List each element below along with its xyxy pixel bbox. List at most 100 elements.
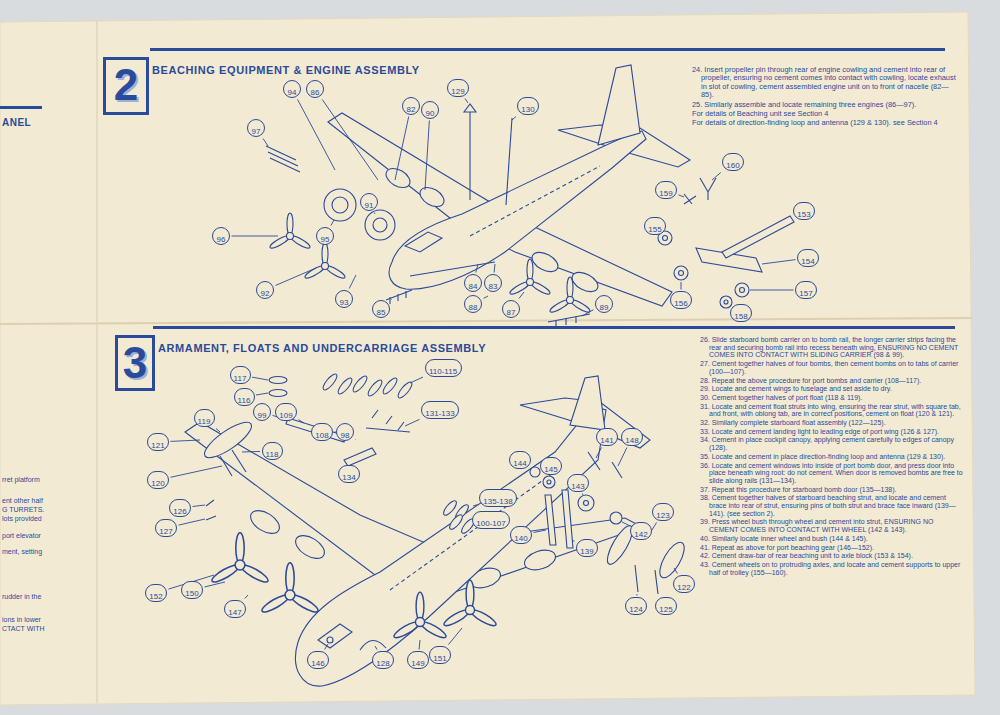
section-number: 2 — [106, 60, 146, 110]
drawing-part — [332, 197, 348, 213]
drawing-part — [232, 450, 246, 472]
leader-line — [582, 310, 594, 316]
callout-number: 140 — [514, 531, 527, 547]
panel-text-fragment: port elevator — [2, 532, 41, 540]
instruction-text: 24. Insert propeller pin through rear of… — [692, 66, 960, 100]
callout-circle: 144 — [509, 451, 531, 469]
callout-number: 91 — [365, 198, 374, 214]
section-number-box: 2BEACHING EQUIPMENT & ENGINE ASSEMBLY — [103, 57, 149, 115]
drawing-part — [470, 166, 600, 236]
callout-number: 156 — [674, 296, 687, 312]
drawing-part — [684, 194, 696, 204]
section-number: 3 — [118, 338, 152, 388]
leader-line — [652, 523, 657, 531]
drawing-part — [351, 374, 369, 394]
callout-circle: 108 — [311, 423, 333, 441]
panel-text-fragment: ANEL — [2, 117, 31, 129]
callout-number: 119 — [198, 414, 211, 430]
drawing-part — [318, 624, 352, 648]
drawing-part — [547, 480, 551, 484]
fold-crease — [0, 318, 972, 324]
callout-circle: 84 — [464, 274, 482, 292]
callout-number: 130 — [521, 102, 534, 118]
drawing-part — [543, 476, 555, 488]
callout-number: 86 — [311, 85, 320, 101]
callout-circle: 119 — [194, 409, 215, 427]
drawing-part — [360, 640, 386, 650]
callout-circle: 130 — [517, 97, 539, 115]
drawing-part — [328, 113, 672, 306]
drawing-part — [344, 448, 376, 466]
callout-circle: 135-138 — [479, 489, 517, 507]
callout-number: 142 — [634, 527, 647, 543]
leader-line — [449, 628, 462, 645]
callout-number: 146 — [311, 656, 324, 672]
drawing-part — [336, 376, 354, 396]
drawing-part — [247, 506, 284, 538]
drawing-part — [598, 65, 640, 145]
callout-circle: 125 — [655, 597, 677, 615]
drawing-part — [522, 546, 558, 573]
section-rule — [153, 326, 955, 329]
callout-circle: 143 — [567, 474, 589, 492]
leader-line — [512, 117, 516, 121]
callout-number: 85 — [377, 305, 386, 321]
drawing-part — [327, 637, 333, 643]
callout-number: 145 — [544, 462, 557, 478]
panel-text-fragment: G TURRETS. — [2, 506, 44, 514]
drawing-part — [260, 563, 320, 615]
instruction-text: 38. Cement together halves of starboard … — [700, 494, 963, 517]
leader-line — [205, 582, 226, 587]
drawing-part — [612, 462, 622, 478]
section-rule — [150, 48, 945, 51]
callout-number: 143 — [571, 479, 584, 495]
callout-circle: 123 — [652, 503, 674, 521]
instruction-text: 29. Locate and cement wings to fuselage … — [700, 385, 963, 393]
leader-line — [622, 522, 629, 525]
callout-circle: 98 — [336, 423, 354, 441]
callout-circle: 147 — [224, 600, 246, 618]
callout-number: 93 — [340, 295, 349, 311]
leader-line — [245, 595, 248, 599]
callout-circle: 152 — [145, 584, 167, 602]
panel-text-fragment: ent other half — [2, 497, 43, 505]
drawing-part — [530, 467, 540, 477]
drawing-part — [562, 490, 573, 548]
callout-circle: 100-107 — [472, 511, 510, 529]
callout-circle: 110-115 — [425, 359, 462, 377]
drawing-part — [545, 495, 556, 545]
leader-line — [405, 419, 420, 426]
callout-number: 153 — [797, 207, 810, 223]
callout-circle: 128 — [372, 651, 394, 669]
panel-text-fragment: ions in lower — [2, 616, 41, 624]
callout-number: 94 — [288, 85, 297, 101]
section-3-drawing — [185, 372, 689, 686]
instruction-text: 41. Repeat as above for port beaching ge… — [700, 544, 963, 552]
leader-line — [331, 220, 334, 226]
instruction-text: 34. Cement in place cockpit canopy, appl… — [700, 436, 963, 451]
callout-number: 89 — [600, 300, 609, 316]
leader-line — [374, 213, 376, 215]
callout-circle: 158 — [730, 304, 752, 322]
panel-rule — [0, 106, 42, 109]
drawing-part — [549, 277, 592, 314]
callout-circle: 160 — [722, 153, 744, 171]
leader-line — [375, 646, 377, 650]
callout-number: 150 — [185, 586, 198, 602]
callout-circle: 151 — [429, 646, 451, 664]
callout-circle: 149 — [407, 651, 429, 669]
drawing-part — [405, 232, 442, 252]
panel-text-fragment: rret platform — [2, 476, 40, 484]
callout-circle: 122 — [673, 575, 695, 593]
text-column: 26. Slide starboard bomb carrier on to b… — [700, 336, 963, 577]
callout-circle: 99 — [253, 403, 271, 421]
callout-circle: 126 — [169, 499, 191, 517]
callout-number: 110-115 — [429, 364, 457, 380]
leader-line — [395, 117, 409, 181]
drawing-part — [569, 268, 601, 295]
leader-line — [276, 268, 317, 285]
callout-circle: 94 — [283, 80, 301, 98]
callout-number: 160 — [726, 158, 739, 174]
callout-number: 151 — [433, 651, 446, 667]
